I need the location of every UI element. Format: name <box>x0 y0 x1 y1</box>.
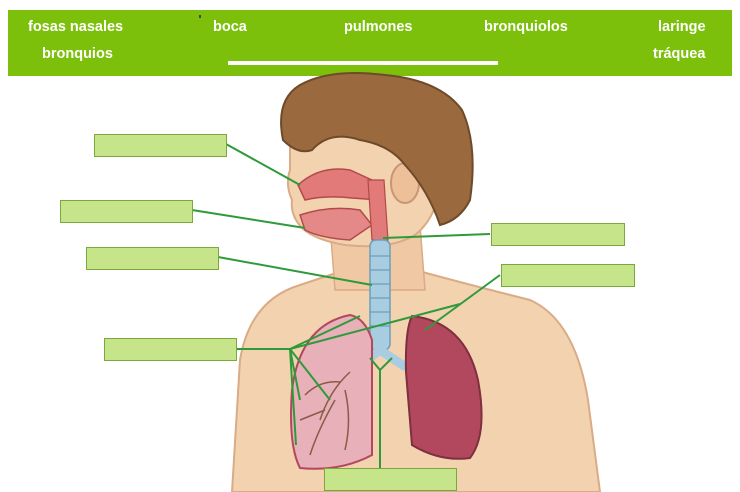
drop-zone-6[interactable] <box>104 338 237 361</box>
drop-zone-1[interactable] <box>94 134 227 157</box>
drop-zone-3[interactable] <box>86 247 219 270</box>
drop-zone-5[interactable] <box>501 264 635 287</box>
pharynx <box>368 180 388 240</box>
drop-zone-4[interactable] <box>491 223 625 246</box>
drop-zone-2[interactable] <box>60 200 193 223</box>
drop-zone-7[interactable] <box>324 468 457 491</box>
